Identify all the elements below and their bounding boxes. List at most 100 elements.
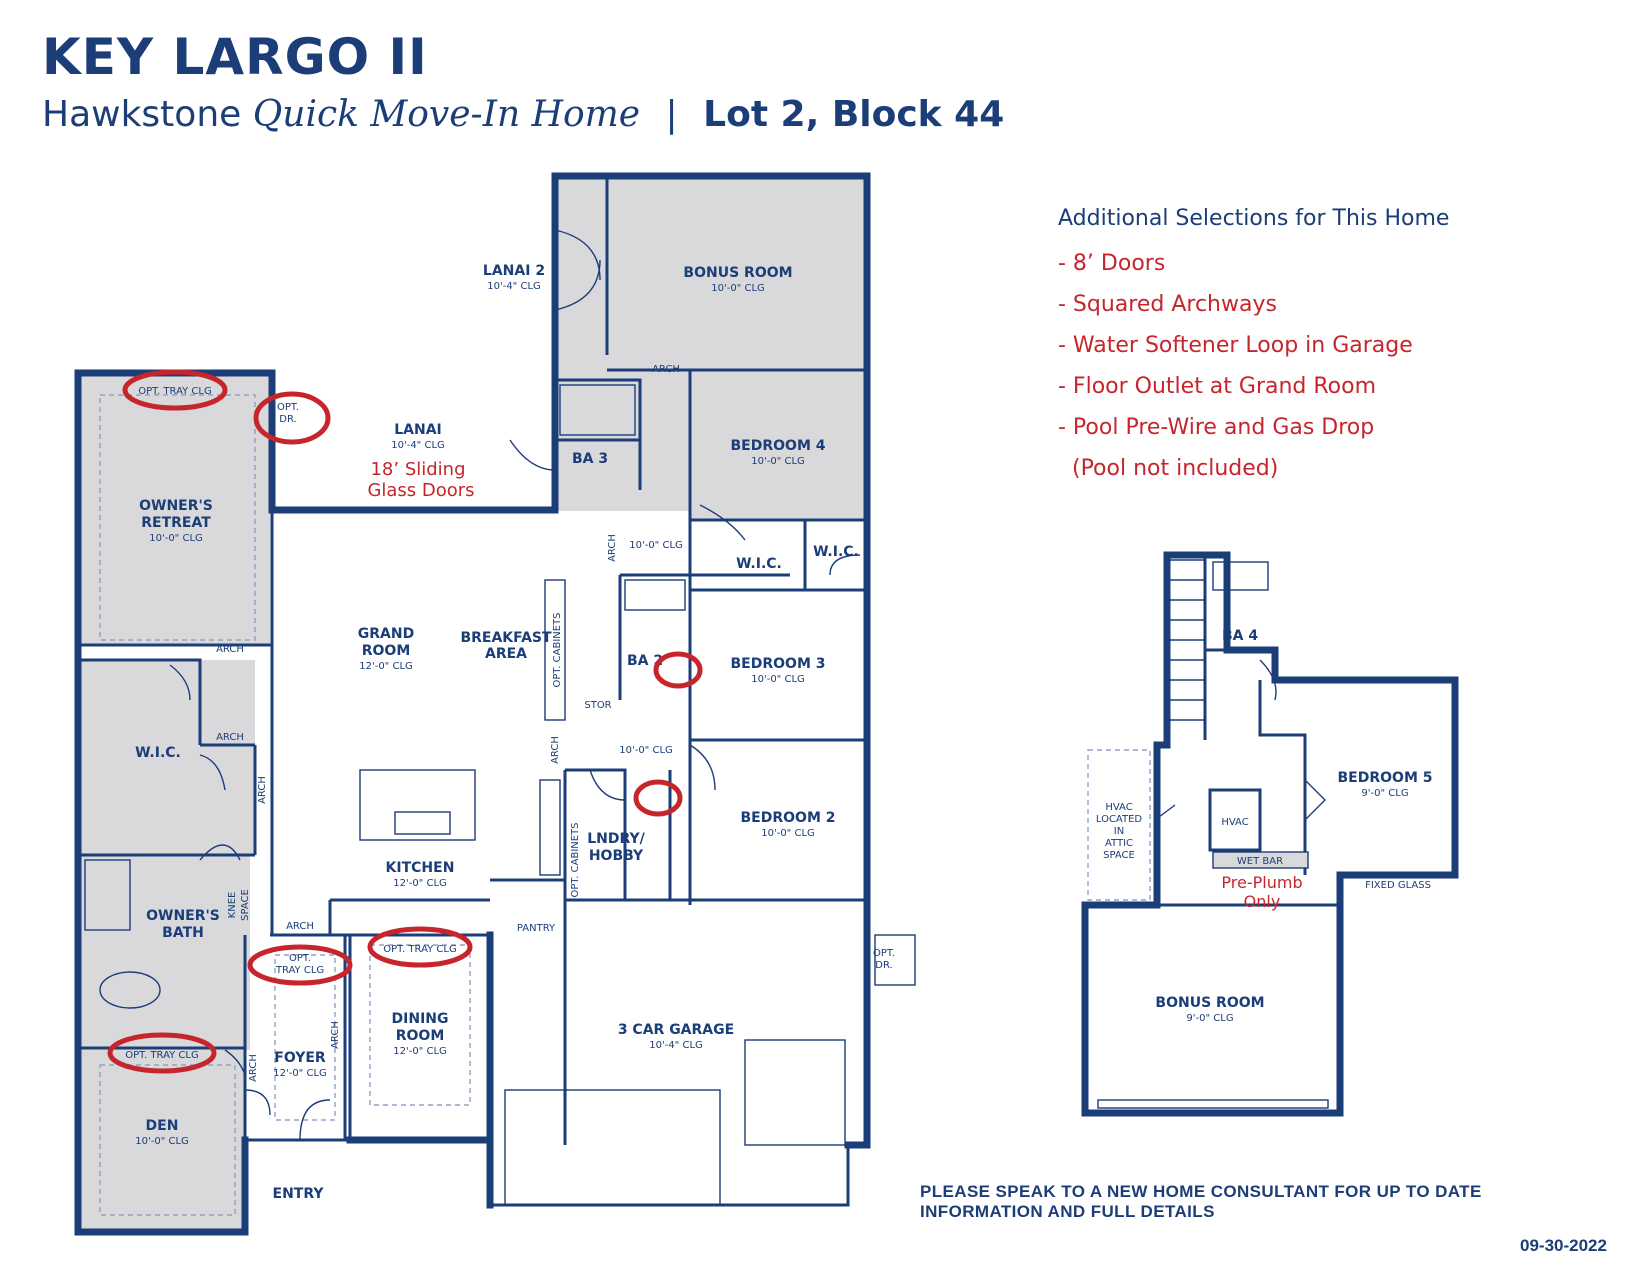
- room-foyer-clg: 12'-0" CLG: [273, 1068, 327, 1079]
- room-ba-4: BA 4: [1222, 628, 1258, 644]
- label-pantry: PANTRY: [517, 923, 556, 934]
- selection-item: - Water Softener Loop in Garage: [1058, 333, 1413, 358]
- label-arch: ARCH: [652, 364, 680, 375]
- room-den-clg: 10'-0" CLG: [135, 1136, 189, 1147]
- label-opt-tray-clg: OPT. TRAY CLG: [383, 944, 457, 955]
- room-lanai-2-clg: 10'-4" CLG: [487, 281, 541, 292]
- label-arch: ARCH: [216, 644, 244, 655]
- room-den: DEN: [146, 1118, 179, 1134]
- room-lndry-1: LNDRY/: [587, 831, 645, 847]
- selection-item: - Pool Pre-Wire and Gas Drop: [1058, 415, 1375, 440]
- selection-item: - Floor Outlet at Grand Room: [1058, 374, 1377, 399]
- room-owners-retreat-clg: 10'-0" CLG: [149, 533, 203, 544]
- label-arch: ARCH: [286, 921, 314, 932]
- label-arch: ARCH: [607, 534, 618, 562]
- label-tray-clg: TRAY CLG: [275, 965, 324, 976]
- second-floor-fixtures: [1087, 559, 1329, 1109]
- label-arch: ARCH: [257, 776, 268, 804]
- home-type: Quick Move-In Home: [252, 94, 641, 135]
- room-ba-2: BA 2: [627, 653, 663, 669]
- label-opt: OPT.: [277, 402, 299, 413]
- label-hvac-attic: HVAC: [1105, 802, 1132, 813]
- room-lanai-2: LANAI 2: [483, 263, 545, 279]
- first-floor-labels: LANAI 2 10'-4" CLG BONUS ROOM 10'-0" CLG…: [125, 263, 895, 1202]
- label-arch: ARCH: [248, 1054, 259, 1082]
- room-bedroom-3: BEDROOM 3: [731, 656, 826, 672]
- room-owners-retreat-1: OWNER'S: [139, 498, 213, 514]
- label-opt: OPT.: [289, 953, 311, 964]
- room-entry: ENTRY: [273, 1186, 325, 1202]
- room-bonus-clg: 10'-0" CLG: [711, 283, 765, 294]
- label-arch: ARCH: [550, 736, 561, 764]
- room-grand-clg: 12'-0" CLG: [359, 661, 413, 672]
- plan-date: 09-30-2022: [1520, 1236, 1607, 1255]
- label-opt-cabinets: OPT. CABINETS: [552, 612, 563, 687]
- room-bonus: BONUS ROOM: [683, 265, 792, 281]
- room-garage-clg: 10'-4" CLG: [649, 1040, 703, 1051]
- label-opt: OPT.: [873, 948, 895, 959]
- room-foyer: FOYER: [274, 1050, 326, 1066]
- second-floor-labels: BA 4 BEDROOM 5 9'-0" CLG HVAC HVAC LOCAT…: [1096, 628, 1433, 1024]
- room-owners-retreat-2: RETREAT: [141, 515, 211, 531]
- label-knee: KNEE: [227, 892, 238, 919]
- label-hvac-attic: IN: [1114, 826, 1124, 837]
- label-hvac-attic: SPACE: [1103, 850, 1135, 861]
- room-wet-bar: WET BAR: [1237, 856, 1283, 867]
- room-grand-1: GRAND: [358, 626, 414, 642]
- room-grand-2: ROOM: [362, 643, 411, 659]
- subtitle-separator: |: [665, 94, 678, 135]
- room-kitchen-clg: 12'-0" CLG: [393, 878, 447, 889]
- callout-preplumb-1: Pre-Plumb: [1221, 873, 1302, 892]
- label-clg-10: 10'-0" CLG: [629, 540, 683, 551]
- label-space: SPACE: [240, 889, 251, 921]
- callout-sliding-1: 18’ Sliding: [370, 459, 465, 480]
- lot-number: Lot 2, Block 44: [703, 94, 1005, 135]
- room-bedroom-2: BEDROOM 2: [741, 810, 836, 826]
- room-stor: STOR: [584, 700, 611, 711]
- room-bedroom-5: BEDROOM 5: [1338, 770, 1433, 786]
- consultant-notice: PLEASE SPEAK TO A NEW HOME CONSULTANT FO…: [920, 1182, 1482, 1222]
- community-name: Hawkstone: [42, 94, 242, 135]
- room-kitchen: KITCHEN: [386, 860, 455, 876]
- label-opt-tray-clg: OPT. TRAY CLG: [125, 1050, 199, 1061]
- room-ba-3: BA 3: [572, 451, 608, 467]
- additional-selections: Additional Selections for This Home - 8’…: [1058, 206, 1449, 489]
- first-floor-exterior-walls: [74, 172, 871, 1236]
- callout-sliding-2: Glass Doors: [367, 480, 474, 501]
- label-clg-10: 10'-0" CLG: [619, 745, 673, 756]
- selection-item: (Pool not included): [1058, 456, 1279, 481]
- room-wic-1: W.I.C.: [135, 745, 181, 761]
- room-bedroom-5-clg: 9'-0" CLG: [1361, 788, 1408, 799]
- room-lanai: LANAI: [394, 422, 442, 438]
- room-wic-3: W.I.C.: [736, 556, 782, 572]
- notice-line-1: PLEASE SPEAK TO A NEW HOME CONSULTANT FO…: [920, 1182, 1482, 1201]
- label-fixed-glass: FIXED GLASS: [1365, 880, 1431, 891]
- label-opt-cabinets: OPT. CABINETS: [570, 822, 581, 897]
- room-wic-2: W.I.C.: [813, 544, 859, 560]
- callout-preplumb-2: Only: [1244, 892, 1281, 911]
- room-breakfast-2: AREA: [485, 646, 527, 662]
- room-breakfast-1: BREAKFAST: [460, 630, 552, 646]
- first-floor-callout-circles: [107, 369, 703, 1074]
- label-dr: DR.: [279, 414, 296, 425]
- first-floor-interior-walls: [78, 176, 867, 1207]
- label-dr: DR.: [875, 960, 892, 971]
- room-lanai-clg: 10'-4" CLG: [391, 440, 445, 451]
- room-dining-clg: 12'-0" CLG: [393, 1046, 447, 1057]
- room-owners-bath-2: BATH: [162, 925, 204, 941]
- selections-heading: Additional Selections for This Home: [1058, 206, 1450, 231]
- label-arch: ARCH: [216, 732, 244, 743]
- label-arch: ARCH: [330, 1021, 341, 1049]
- selection-item: - 8’ Doors: [1058, 251, 1166, 276]
- room-owners-bath-1: OWNER'S: [146, 908, 220, 924]
- plan-subtitle: Hawkstone Quick Move-In Home | Lot 2, Bl…: [42, 94, 1004, 135]
- label-hvac-attic: ATTIC: [1105, 838, 1133, 849]
- label-hvac-attic: LOCATED: [1096, 814, 1143, 825]
- first-floor-fixtures: [84, 229, 916, 1216]
- room-lndry-2: HOBBY: [589, 848, 644, 864]
- room-hvac: HVAC: [1221, 817, 1248, 828]
- room-dining-2: ROOM: [396, 1028, 445, 1044]
- first-floor-fills: [80, 176, 867, 1230]
- label-opt-tray-clg: OPT. TRAY CLG: [138, 386, 212, 397]
